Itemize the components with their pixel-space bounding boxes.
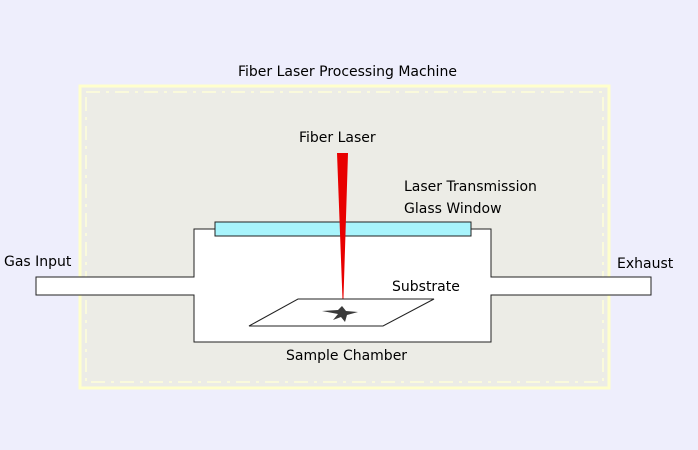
sample-chamber-label: Sample Chamber <box>286 348 408 364</box>
substrate-label: Substrate <box>392 279 460 295</box>
glass-window-label-line2: Glass Window <box>404 201 502 217</box>
machine-enclosure-inner-border <box>85 91 604 383</box>
exhaust-label: Exhaust <box>617 256 674 272</box>
machine-label: Fiber Laser Processing Machine <box>238 64 457 80</box>
gas-input-label: Gas Input <box>4 254 72 270</box>
star-icon <box>322 306 358 322</box>
chamber-outline <box>35 228 652 343</box>
laser-beam <box>337 153 348 313</box>
fiber-laser-label: Fiber Laser <box>299 130 376 146</box>
glass-window-label-line1: Laser Transmission <box>404 179 537 195</box>
